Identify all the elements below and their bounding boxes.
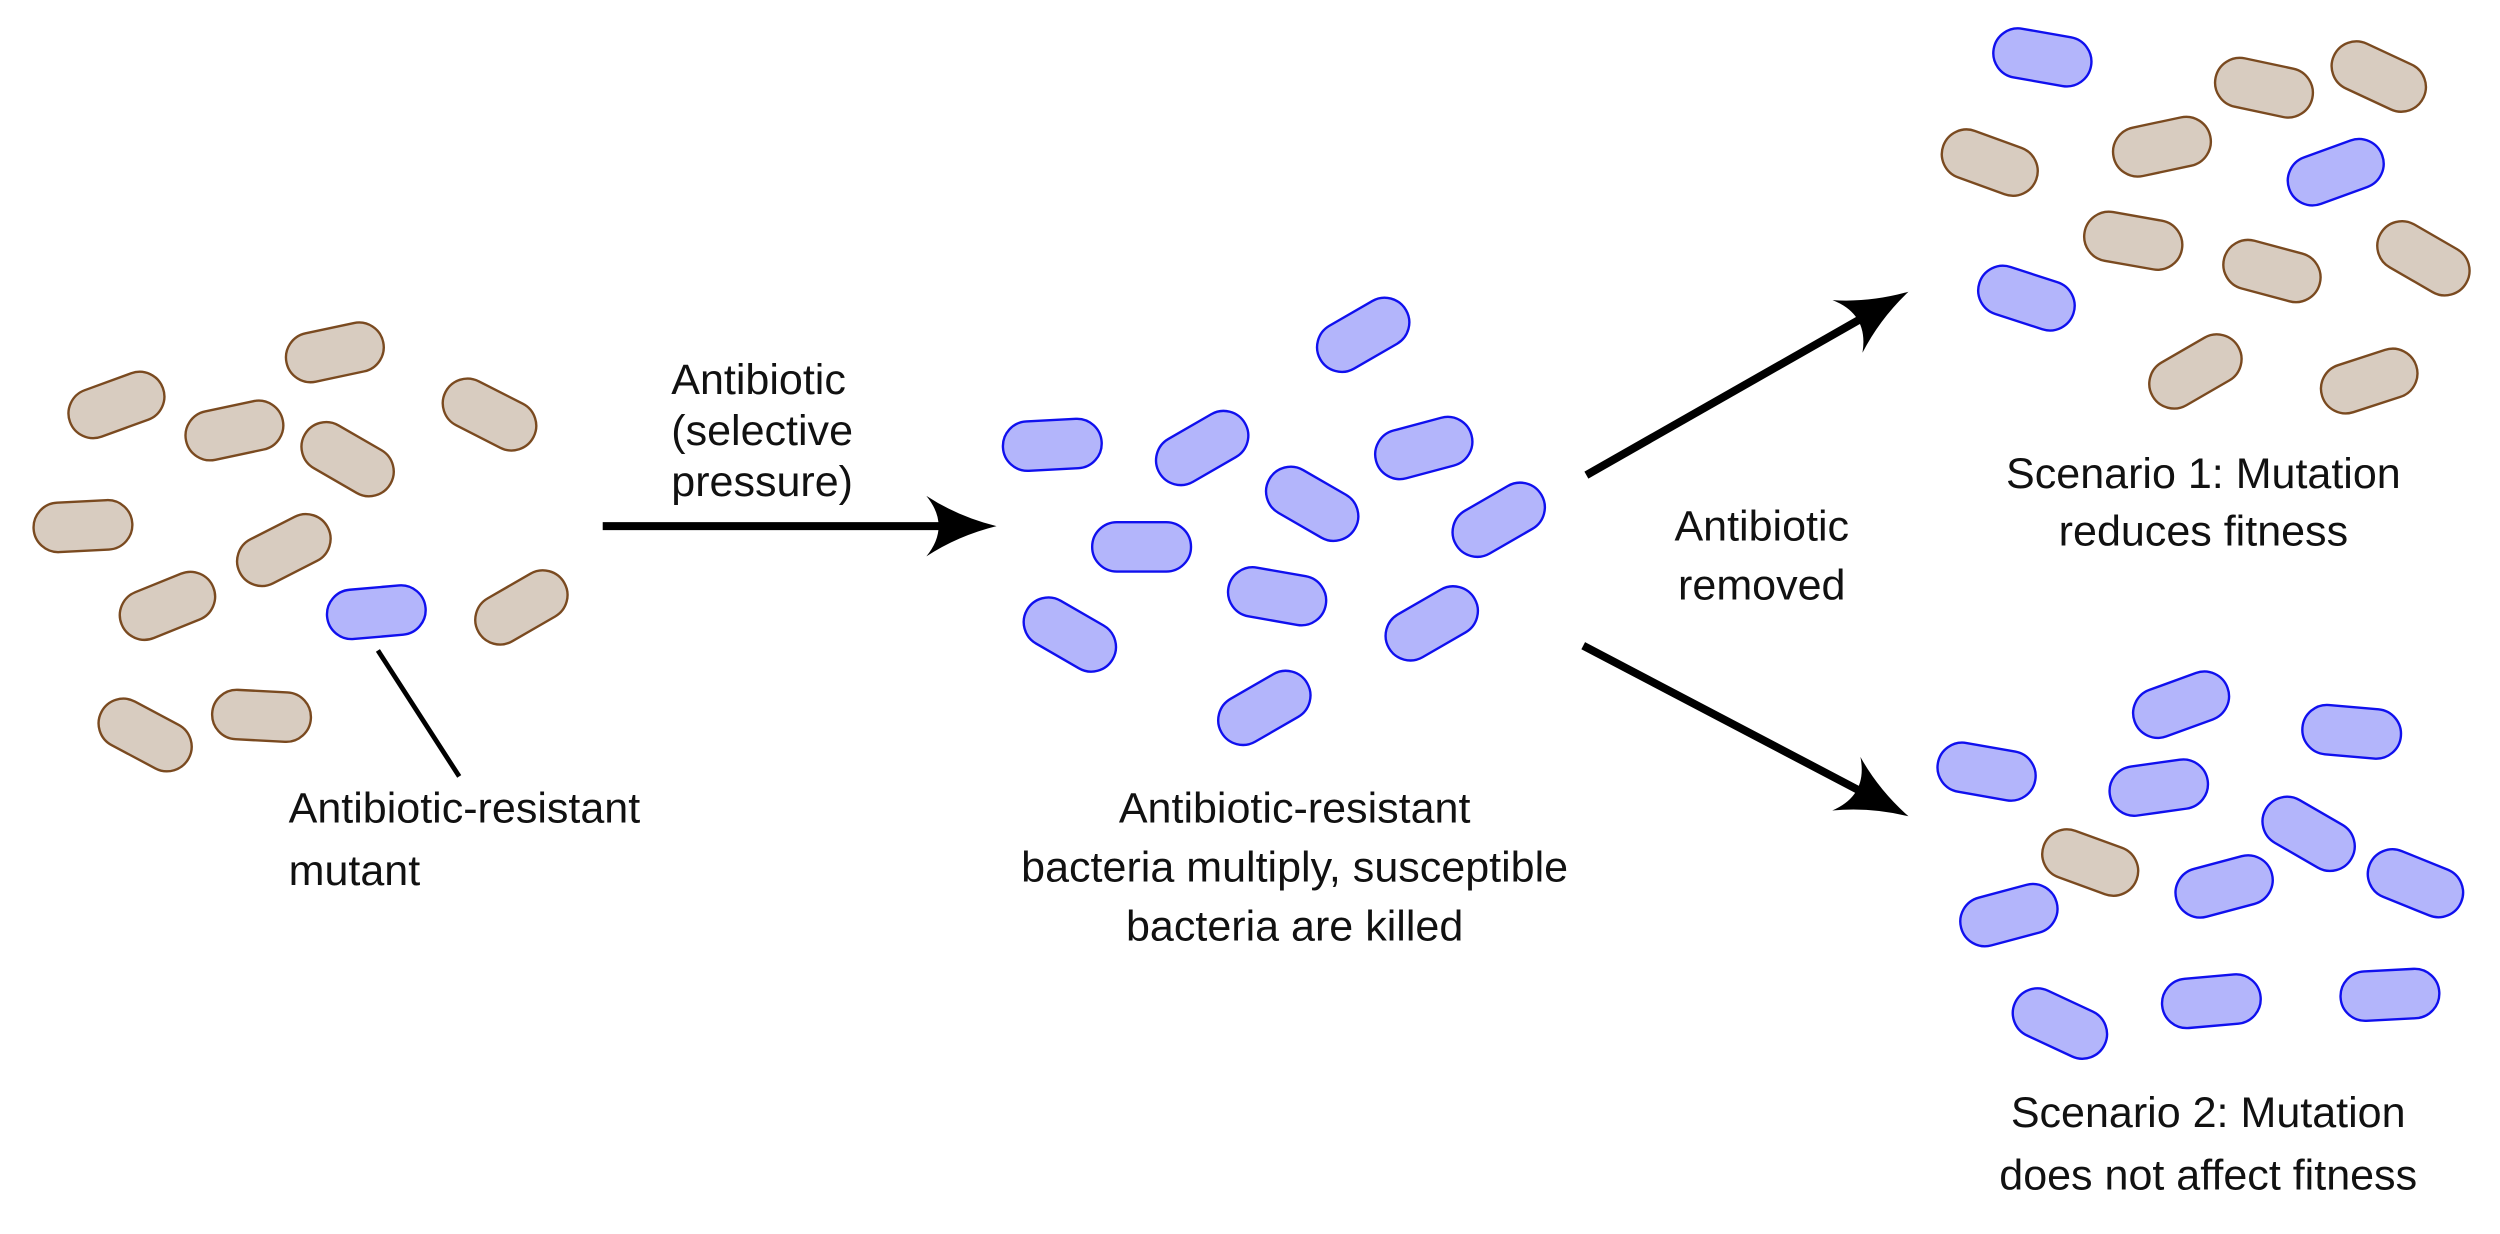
susceptible-bacterium <box>2041 828 2140 897</box>
label-line: pressure) <box>671 458 853 506</box>
resistant-bacterium <box>1977 264 2076 332</box>
resistant-bacterium <box>2366 848 2465 919</box>
susceptible-bacterium <box>2222 238 2322 304</box>
susceptible-bacterium <box>118 570 217 642</box>
susceptible-bacterium <box>210 688 313 744</box>
susceptible-bacterium <box>284 321 385 384</box>
susceptible-bacterium <box>441 377 538 452</box>
resistant-bacterium <box>1264 465 1360 543</box>
susceptible-bacterium <box>2083 210 2184 271</box>
label-line: Antibiotic <box>1674 502 1849 550</box>
resistant-bacterium <box>1226 566 1328 627</box>
resistant-bacterium <box>1001 417 1103 473</box>
resistant-bacterium <box>1384 585 1480 662</box>
label-line: (selective <box>671 407 853 455</box>
resistant-bacterium <box>2108 758 2210 817</box>
resistant-bacterium <box>325 584 427 641</box>
label-line: bacteria multiply, susceptible <box>1021 844 1568 892</box>
selective-pressure-arrow <box>602 495 997 557</box>
resistant-bacterium <box>1217 669 1312 747</box>
resistant-bacterium <box>1992 27 2093 88</box>
susceptible-bacterium <box>67 370 166 440</box>
label-line: reduces fitness <box>2059 507 2348 555</box>
resistant-bacterium <box>1090 520 1193 573</box>
resistant-bacterium <box>1936 741 2037 802</box>
susceptible-bacterium <box>2111 115 2213 178</box>
arrowhead-icon <box>1832 756 1909 817</box>
susceptible-bacterium <box>184 399 285 462</box>
label-line: Scenario 2: Mutation <box>2011 1089 2406 1137</box>
resistant-bacterium <box>2261 795 2356 873</box>
label-line: Scenario 1: Mutation <box>2006 450 2401 498</box>
susceptible-bacterium <box>1940 128 2039 197</box>
resistant-bacterium <box>1959 882 2059 948</box>
susceptible-bacterium <box>300 420 395 498</box>
resistant-bacterium <box>2174 854 2274 919</box>
label-line: Antibiotic <box>671 356 846 404</box>
susceptible-bacterium <box>2213 56 2315 119</box>
susceptible-bacterium <box>2330 40 2428 113</box>
label-line: does not affect fitness <box>1999 1151 2417 1199</box>
label-line: removed <box>1678 561 1845 609</box>
scenario2-label: Scenario 2: Mutation does not affect fit… <box>1999 1089 2417 1199</box>
resistant-bacterium <box>2011 987 2109 1060</box>
scenario2-arrow <box>1581 642 1909 817</box>
label-line: bacteria are killed <box>1126 903 1463 951</box>
mutant-label: Antibiotic-resistant mutant <box>289 785 641 895</box>
label-line: Antibiotic-resistant <box>1119 785 1471 833</box>
arrow-shaft <box>1581 642 1861 794</box>
resistant-bacterium <box>1154 409 1250 487</box>
scenario1-label: Scenario 1: Mutation reduces fitness <box>2006 450 2401 555</box>
label-line: Antibiotic-resistant <box>289 785 641 833</box>
antibiotic-removed-label: Antibiotic removed <box>1674 502 1849 609</box>
middle-caption: Antibiotic-resistant bacteria multiply, … <box>1021 785 1568 951</box>
arrow-shaft <box>1584 316 1862 479</box>
mutant-pointer-line <box>375 649 462 778</box>
label-line: mutant <box>289 847 421 895</box>
susceptible-bacterium <box>2319 347 2419 415</box>
resistant-bacterium <box>1315 296 1411 374</box>
susceptible-bacterium <box>32 498 134 554</box>
susceptible-bacterium <box>2148 333 2243 410</box>
arrowhead-icon <box>1832 291 1909 353</box>
resistant-bacterium <box>2286 137 2385 207</box>
susceptible-bacterium <box>97 697 193 773</box>
resistant-bacterium <box>2301 703 2403 760</box>
bacteria-cells <box>32 27 2471 1060</box>
arrowhead-icon <box>926 495 997 557</box>
resistant-bacterium <box>2160 973 2262 1030</box>
resistant-bacterium <box>2131 670 2231 740</box>
selective-pressure-label: Antibiotic (selective pressure) <box>671 356 853 506</box>
resistant-bacterium <box>2339 967 2441 1023</box>
resistant-bacterium <box>1022 596 1118 673</box>
susceptible-bacterium <box>2376 220 2471 297</box>
susceptible-bacterium <box>235 512 332 588</box>
resistant-bacterium <box>1451 481 1547 559</box>
scenario1-arrow <box>1584 291 1909 479</box>
resistant-bacterium <box>1374 415 1474 481</box>
susceptible-bacterium <box>474 569 569 646</box>
arrows <box>602 291 1909 817</box>
